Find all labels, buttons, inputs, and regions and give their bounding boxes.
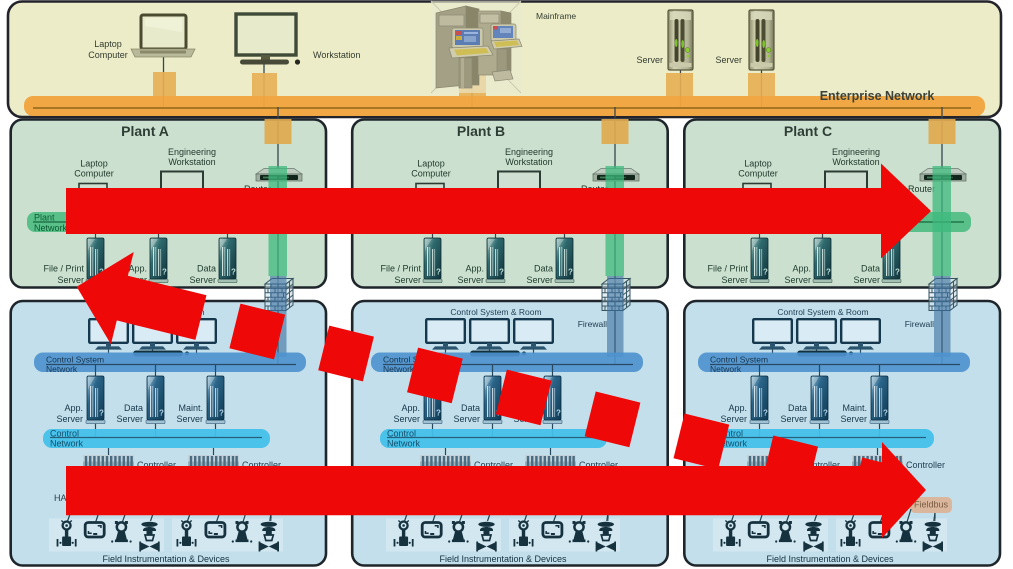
svg-text:Plant A: Plant A bbox=[121, 123, 169, 139]
svg-text:Laptop: Laptop bbox=[94, 39, 122, 49]
svg-text:Plant C: Plant C bbox=[784, 123, 832, 139]
svg-text:Plant B: Plant B bbox=[457, 123, 505, 139]
svg-text:Mainframe: Mainframe bbox=[536, 11, 576, 21]
svg-text:Enterprise Network: Enterprise Network bbox=[820, 89, 935, 103]
svg-text:Computer: Computer bbox=[88, 50, 128, 60]
svg-text:Server: Server bbox=[715, 55, 742, 65]
svg-text:Server: Server bbox=[636, 55, 663, 65]
svg-text:Workstation: Workstation bbox=[313, 50, 360, 60]
